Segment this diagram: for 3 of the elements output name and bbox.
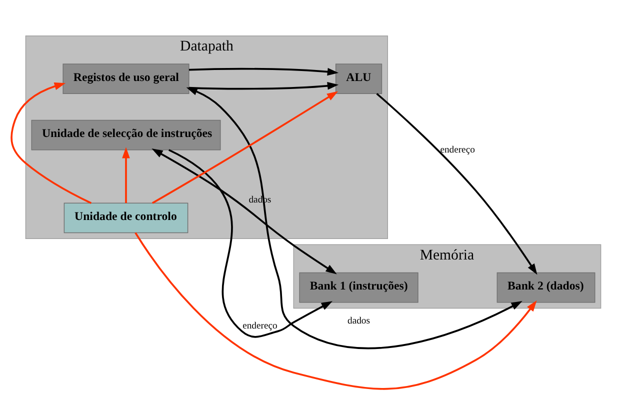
edge-label: dados (348, 315, 370, 326)
edge-label: endereço (242, 320, 278, 332)
edge-label: endereço (440, 144, 475, 156)
